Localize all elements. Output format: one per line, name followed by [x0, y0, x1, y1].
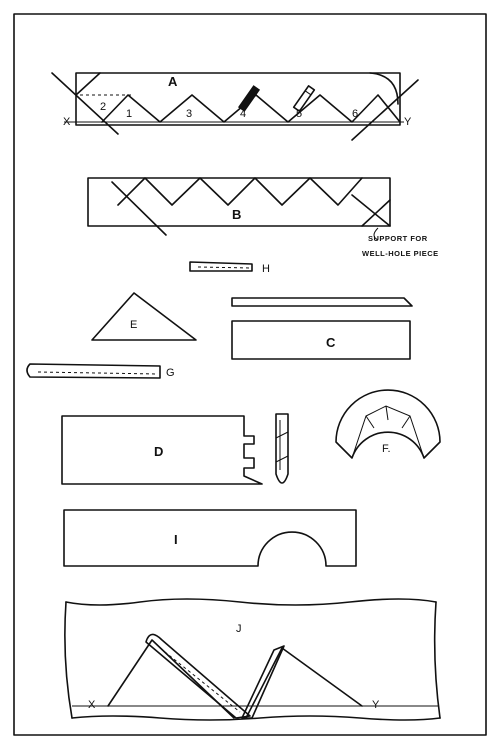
- label-h: H: [262, 263, 270, 275]
- step-label-3: 3: [186, 108, 192, 120]
- slope-line-b: [111, 181, 167, 236]
- note-line2: WELL-HOLE PIECE: [362, 249, 439, 258]
- baluster-dark: [237, 85, 261, 112]
- support-diagonal-b: [351, 194, 391, 227]
- step-label-2: 2: [100, 101, 106, 113]
- step-label-5: 5: [296, 108, 302, 120]
- figure-c: C: [231, 297, 413, 360]
- plate-border: [13, 13, 487, 736]
- figure-e: E: [91, 292, 197, 341]
- label-c: C: [326, 335, 336, 350]
- figure-f: F.: [335, 389, 441, 459]
- label-i: I: [174, 532, 178, 547]
- break-line-bottom: [71, 715, 441, 721]
- label-j: J: [236, 623, 242, 635]
- step-label-4: 4: [240, 108, 246, 120]
- triangle-e: [91, 292, 197, 341]
- baluster-j: [241, 645, 285, 719]
- slope-line-right-a: [351, 79, 419, 141]
- label-b: B: [232, 207, 241, 222]
- figure-a: A X Y 2 1 3 4 5 6: [51, 72, 419, 141]
- label-f: F.: [382, 443, 391, 455]
- newel-piece: [275, 413, 289, 484]
- stringer-b-outline: [87, 177, 391, 227]
- stringer-a-outline: [75, 72, 401, 126]
- note-line1: SUPPORT FOR: [368, 234, 428, 243]
- steps-zigzag-b: [117, 177, 363, 206]
- step-label-6: 6: [352, 108, 358, 120]
- step-label-1: 1: [126, 108, 132, 120]
- figure-i: I: [63, 509, 357, 567]
- arch-f: [335, 389, 441, 459]
- figure-j: J X Y: [64, 598, 441, 721]
- board-c: [231, 320, 411, 360]
- board-d: [61, 415, 263, 485]
- step-triangle-right: [245, 647, 363, 719]
- label-d: D: [154, 444, 163, 459]
- slope-line-left-a: [51, 72, 119, 135]
- wedge-h: [189, 261, 253, 272]
- easing-curve-a: [369, 72, 399, 105]
- figure-d: D: [61, 413, 289, 485]
- strip-c: [231, 297, 413, 307]
- figure-g: G: [26, 363, 175, 379]
- label-x-a: X: [63, 116, 71, 128]
- label-e: E: [130, 319, 137, 331]
- label-a: A: [168, 74, 178, 89]
- label-y-j: Y: [372, 699, 380, 711]
- baluster-light: [292, 85, 316, 112]
- label-x-j: X: [88, 699, 96, 711]
- wedge-g: [26, 363, 161, 379]
- figure-b: B SUPPORT FOR WELL-HOLE PIECE: [87, 177, 439, 258]
- board-i: [63, 509, 357, 567]
- corner-line-a: [75, 72, 101, 96]
- label-y-a: Y: [404, 116, 412, 128]
- figure-h: H: [189, 261, 270, 275]
- note-arrow: [373, 227, 379, 241]
- step-triangle-left: [107, 639, 235, 719]
- support-diagonal-b2: [361, 199, 391, 227]
- label-g: G: [166, 367, 175, 379]
- break-line-top: [65, 598, 437, 606]
- handrail-easing: [145, 633, 251, 719]
